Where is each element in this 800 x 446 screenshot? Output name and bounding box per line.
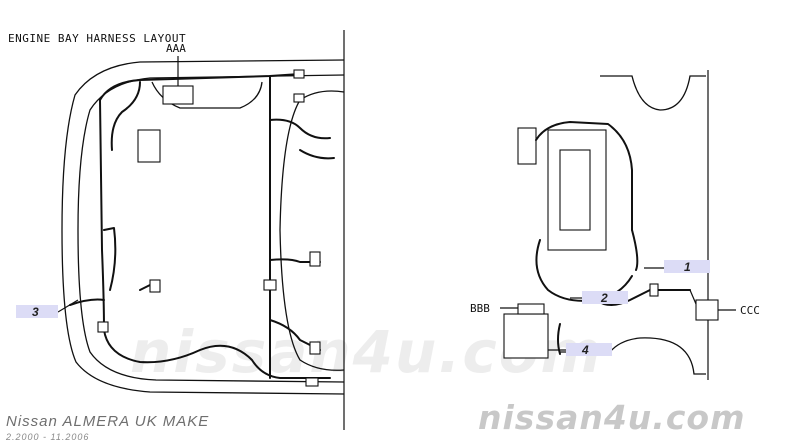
relay-box [517, 127, 537, 165]
connector [293, 93, 305, 103]
cylinder-head [559, 149, 591, 231]
callout-4-text: 4 [581, 343, 589, 357]
connector [97, 321, 109, 333]
callout-2: 2 [570, 291, 628, 305]
label-aaa: AAA [166, 42, 186, 55]
callout-4: 4 [548, 343, 612, 357]
footer-production-years: 2.2000 - 11.2006 [6, 432, 90, 442]
engine-block [517, 127, 607, 251]
callout-1-text: 1 [684, 260, 691, 274]
label-ccc: CCC [740, 304, 760, 317]
callout-1: 1 [644, 260, 710, 274]
connector [309, 251, 321, 267]
connector [305, 377, 319, 387]
callout-3-text: 3 [32, 305, 39, 319]
connector [263, 279, 277, 291]
diagram-title: ENGINE BAY HARNESS LAYOUT [8, 32, 186, 45]
connector [309, 341, 321, 355]
footer-model-name: Nissan ALMERA UK MAKE [6, 413, 210, 430]
left-connectors [97, 69, 321, 387]
ccc-lead [689, 289, 697, 305]
car-body-outline [61, 59, 345, 395]
aaa-module [162, 85, 194, 105]
ccc-component [695, 299, 719, 321]
connector [149, 279, 161, 293]
bbb-connector [517, 303, 545, 315]
connector [293, 69, 305, 79]
connector [649, 283, 659, 297]
site-watermark: nissan4u.com [478, 398, 746, 437]
left-harness [69, 73, 335, 379]
bbb-component [503, 313, 549, 359]
callout-3: 3 [16, 299, 79, 319]
right-body-outline [560, 75, 706, 375]
label-bbb: BBB [470, 302, 490, 315]
callout-2-text: 2 [600, 291, 608, 305]
relay-block [137, 129, 161, 163]
